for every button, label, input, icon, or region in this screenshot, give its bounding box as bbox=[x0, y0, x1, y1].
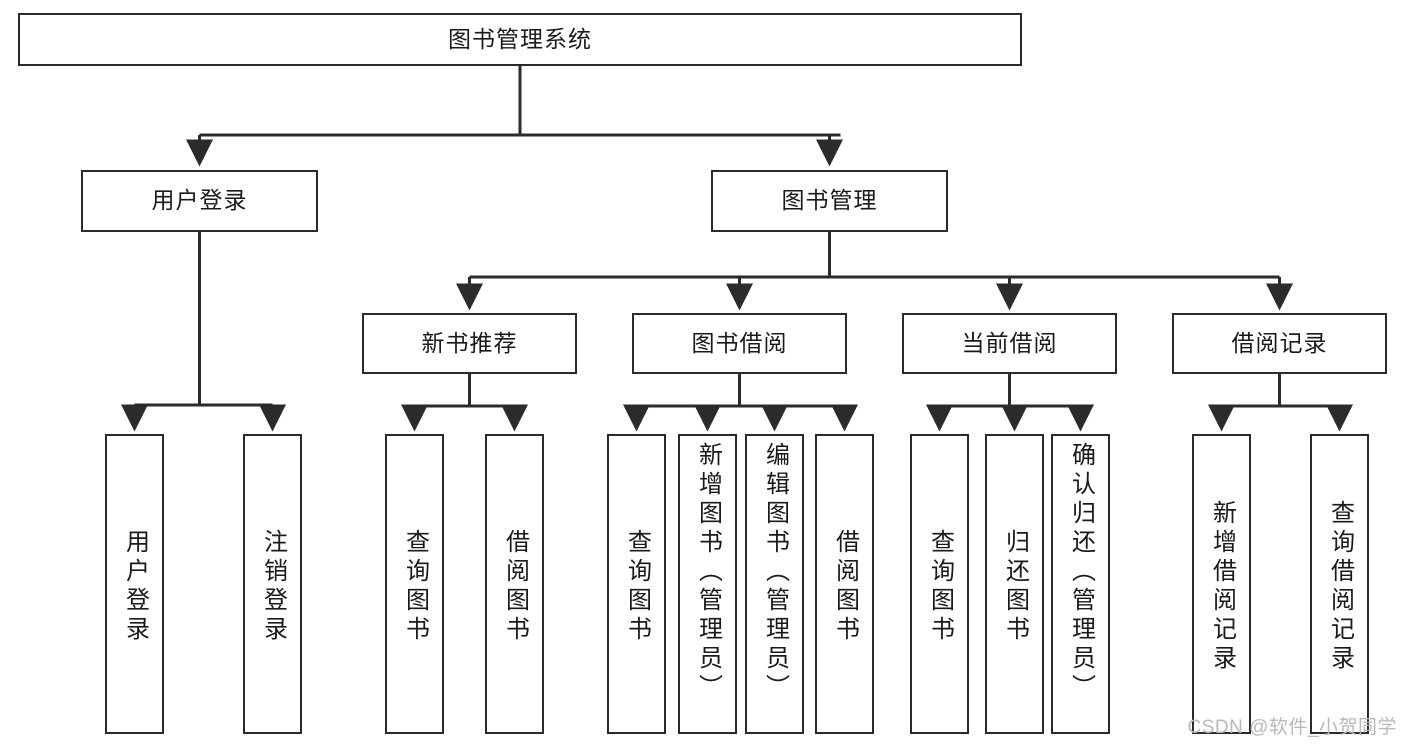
node-leaf-return-book-label: 归还图书 bbox=[1001, 529, 1029, 645]
node-new-book-recommend-label: 新书推荐 bbox=[421, 329, 518, 356]
node-book-borrow-label: 图书借阅 bbox=[691, 329, 788, 356]
node-current-borrow-label: 当前借阅 bbox=[961, 329, 1058, 356]
node-leaf-query-record-label: 查询借阅记录 bbox=[1326, 500, 1354, 674]
node-book-borrow[interactable]: 图书借阅 bbox=[632, 313, 847, 374]
node-leaf-user-logout-label: 注销登录 bbox=[259, 529, 287, 645]
node-root-label: 图书管理系统 bbox=[448, 25, 592, 52]
node-leaf-query-record[interactable]: 查询借阅记录 bbox=[1310, 434, 1369, 734]
node-borrow-record-label: 借阅记录 bbox=[1231, 329, 1328, 356]
node-book-management[interactable]: 图书管理 bbox=[711, 170, 948, 232]
node-user-login[interactable]: 用户登录 bbox=[81, 170, 318, 232]
node-leaf-user-login-label: 用户登录 bbox=[121, 529, 149, 645]
node-new-book-recommend[interactable]: 新书推荐 bbox=[362, 313, 577, 374]
node-leaf-query-book-2[interactable]: 查询图书 bbox=[607, 434, 666, 734]
node-leaf-confirm-return-label: 确认归还（管理员） bbox=[1067, 442, 1095, 703]
node-leaf-query-book-2-label: 查询图书 bbox=[623, 529, 651, 645]
node-leaf-borrow-book-1[interactable]: 借阅图书 bbox=[485, 434, 544, 734]
node-user-login-label: 用户登录 bbox=[151, 187, 248, 214]
node-leaf-return-book[interactable]: 归还图书 bbox=[985, 434, 1044, 734]
node-book-management-label: 图书管理 bbox=[781, 187, 878, 214]
node-leaf-add-book[interactable]: 新增图书（管理员） bbox=[678, 434, 737, 734]
node-leaf-borrow-book-2[interactable]: 借阅图书 bbox=[815, 434, 874, 734]
node-borrow-record[interactable]: 借阅记录 bbox=[1172, 313, 1387, 374]
node-leaf-query-book-3-label: 查询图书 bbox=[926, 529, 954, 645]
node-leaf-edit-book-label: 编辑图书（管理员） bbox=[761, 442, 789, 703]
node-leaf-query-book-1[interactable]: 查询图书 bbox=[385, 434, 444, 734]
node-leaf-add-record-label: 新增借阅记录 bbox=[1208, 500, 1236, 674]
node-leaf-edit-book[interactable]: 编辑图书（管理员） bbox=[745, 434, 804, 734]
node-leaf-confirm-return[interactable]: 确认归还（管理员） bbox=[1051, 434, 1110, 734]
node-leaf-query-book-1-label: 查询图书 bbox=[401, 529, 429, 645]
watermark: CSDN @软件_小贺同学 bbox=[1187, 717, 1397, 738]
node-leaf-add-record[interactable]: 新增借阅记录 bbox=[1192, 434, 1251, 734]
node-root[interactable]: 图书管理系统 bbox=[18, 13, 1022, 66]
node-leaf-add-book-label: 新增图书（管理员） bbox=[694, 442, 722, 703]
node-leaf-borrow-book-1-label: 借阅图书 bbox=[501, 529, 529, 645]
node-leaf-query-book-3[interactable]: 查询图书 bbox=[910, 434, 969, 734]
node-current-borrow[interactable]: 当前借阅 bbox=[902, 313, 1117, 374]
node-leaf-user-login[interactable]: 用户登录 bbox=[105, 434, 164, 734]
node-leaf-borrow-book-2-label: 借阅图书 bbox=[831, 529, 859, 645]
node-leaf-user-logout[interactable]: 注销登录 bbox=[243, 434, 302, 734]
